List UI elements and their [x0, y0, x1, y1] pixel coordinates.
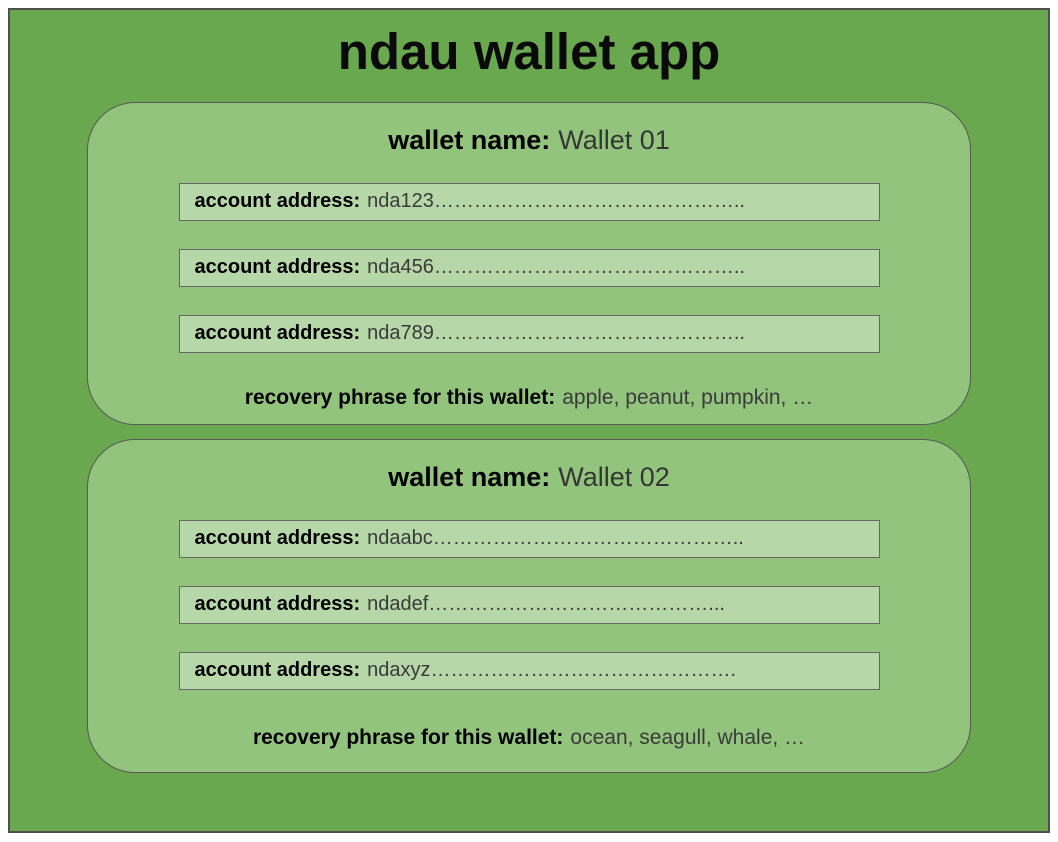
app-title: ndau wallet app: [337, 23, 721, 80]
account-address-label: account address:: [194, 659, 361, 682]
account-address-label: account address:: [194, 256, 361, 279]
account-address-value: nda789………………………………………..: [367, 322, 745, 345]
account-address-row[interactable]: account address: ndaxyz……………………………………….: [178, 651, 880, 690]
account-address-row[interactable]: account address: ndaabc………………………………………..: [178, 519, 880, 558]
account-address-label: account address:: [194, 527, 361, 550]
wallet-card-1: wallet name:Wallet 01 account address: nd…: [87, 101, 971, 425]
recovery-phrase-value: ocean, seagull, whale, …: [570, 725, 806, 749]
recovery-phrase-value: apple, peanut, pumpkin, …: [562, 385, 814, 409]
account-address-value: ndaabc………………………………………..: [367, 527, 744, 550]
account-address-row[interactable]: account address: nda123………………………………………..: [178, 182, 880, 221]
recovery-phrase-label: recovery phrase for this wallet:: [244, 385, 556, 409]
wallet-name-value: Wallet 01: [558, 124, 670, 155]
account-address-row[interactable]: account address: nda456………………………………………..: [178, 248, 880, 287]
account-address-label: account address:: [194, 593, 361, 616]
account-address-value: ndadef……………………………………...: [367, 593, 725, 616]
account-address-value: ndaxyz……………………………………….: [367, 659, 737, 682]
account-address-row[interactable]: account address: ndadef……………………………………...: [178, 585, 880, 624]
account-address-label: account address:: [194, 190, 361, 213]
account-address-label: account address:: [194, 322, 361, 345]
wallet-name-2: wallet name:Wallet 02: [388, 462, 670, 493]
account-address-row[interactable]: account address: nda789………………………………………..: [178, 314, 880, 353]
recovery-phrase-label: recovery phrase for this wallet:: [252, 725, 564, 749]
wallet-name-label: wallet name:: [388, 124, 551, 155]
wallet-name-value: Wallet 02: [558, 461, 670, 492]
wallet-name-1: wallet name:Wallet 01: [388, 125, 670, 156]
account-address-value: nda456………………………………………..: [367, 256, 745, 279]
wallet-name-label: wallet name:: [388, 461, 551, 492]
app-frame: ndau wallet app wallet name:Wallet 01 ac…: [8, 8, 1050, 833]
recovery-phrase-2: recovery phrase for this wallet:ocean, s…: [253, 726, 805, 750]
wallet-card-2: wallet name:Wallet 02 account address: nd…: [87, 438, 971, 773]
recovery-phrase-1: recovery phrase for this wallet:apple, p…: [245, 386, 813, 410]
account-address-list-2: account address:ndaabc……………………………………….. …: [178, 519, 880, 690]
account-address-value: nda123………………………………………..: [367, 190, 745, 213]
account-address-list-1: account address:nda123……………………………………….. …: [178, 182, 880, 353]
